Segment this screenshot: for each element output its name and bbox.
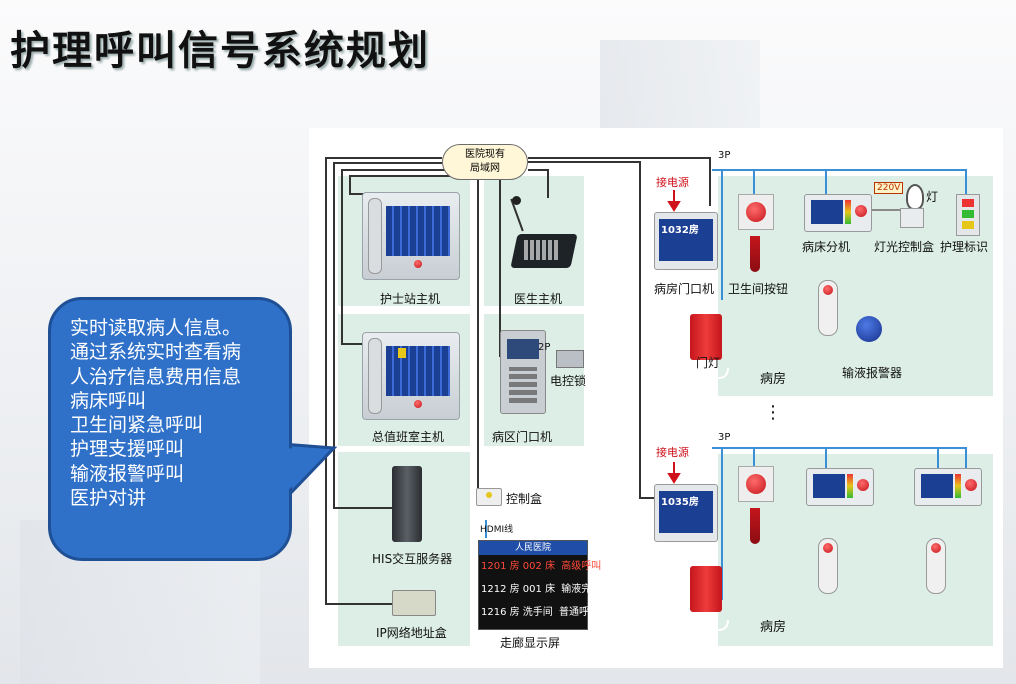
infusion-alarm-label: 输液报警器 — [842, 366, 903, 380]
bed-handset-1 — [818, 280, 838, 336]
corridor-header: 人民医院 — [479, 541, 587, 555]
door-light-label: 门灯 — [696, 356, 721, 370]
infusion-alarm-icon — [856, 316, 882, 342]
voltage-label: 220V — [874, 182, 904, 194]
lan-to-ward1 — [528, 157, 711, 206]
building-backdrop — [600, 40, 760, 130]
ip-address-box-icon — [392, 590, 436, 616]
power-label-1: 接电源 — [656, 176, 689, 189]
corridor-row: 1212 房 001 床 输液完毕 — [481, 584, 602, 595]
light-control-label: 灯光控制盒 — [874, 240, 935, 254]
handset-icon — [368, 338, 382, 414]
page-title: 护理呼叫信号系统规划 — [10, 28, 430, 74]
duty-room-label: 总值班室主机 — [372, 430, 445, 444]
hospital-lan-cloud: 医院现有 局域网 — [442, 144, 528, 180]
ward-door-machine-label: 病房门口机 — [654, 282, 715, 296]
controller-box-icon — [476, 488, 502, 506]
feature-callout — [48, 297, 292, 561]
ward-label-2: 病房 — [760, 620, 787, 635]
wire-3p-label-1: 3P — [718, 150, 731, 161]
bed-extension-3 — [914, 468, 982, 506]
room-number-2: 1035房 — [659, 491, 713, 533]
bed-extension-1 — [804, 194, 872, 232]
feature-item: 卫生间紧急呼叫 — [70, 414, 204, 437]
light-control-box-icon — [900, 208, 924, 228]
electric-lock-icon — [556, 350, 584, 368]
ward-label-1: 病房 — [760, 372, 787, 387]
feature-item: 医护对讲 — [70, 487, 147, 510]
corridor-display: 人民医院 1201 房 002 床 高级呼叫 1212 房 001 床 输液完毕… — [478, 540, 602, 630]
power-label-2: 接电源 — [656, 446, 689, 459]
his-server-icon — [392, 466, 422, 542]
lan-to-ward2 — [528, 161, 656, 499]
controller-box-label: 控制盒 — [506, 492, 543, 506]
feature-item: 输液报警呼叫 — [70, 462, 185, 485]
ip-address-box-label: IP网络地址盒 — [376, 626, 447, 640]
bed-handset-3 — [926, 538, 946, 594]
bed-extension-label: 病床分机 — [802, 240, 851, 254]
nurse-station-label: 护士站主机 — [380, 292, 441, 306]
lan-trunk-left — [325, 157, 442, 605]
corridor-row: 1216 房 洗手间 普通呼叫 — [481, 607, 599, 618]
door-light-2 — [690, 566, 722, 612]
lan-label-2: 局域网 — [470, 163, 500, 174]
bathroom-button-2 — [738, 466, 774, 502]
wire-2p-label: 2P — [538, 342, 551, 353]
bed-extension-2 — [806, 468, 874, 506]
electric-lock-label: 电控锁 — [550, 374, 587, 388]
feature-item: 通过系统实时查看病 — [70, 341, 242, 364]
bathroom-button-label: 卫生间按钮 — [728, 282, 789, 296]
bed-handset-2 — [818, 538, 838, 594]
duty-room-host — [362, 332, 460, 420]
corridor-row: 1201 房 002 床 高级呼叫 — [481, 561, 602, 572]
lan-label-1: 医院现有 — [465, 149, 505, 160]
feature-list: 实时读取病人信息。 通过系统实时查看病 人治疗信息费用信息 病床呼叫 卫生间紧急… — [70, 316, 241, 510]
room-number-1: 1032房 — [659, 219, 713, 261]
feature-item: 实时读取病人信息。 — [70, 317, 242, 339]
nurse-station-host — [362, 192, 460, 280]
ward-door-machine-1: 1032房 — [654, 212, 718, 270]
feature-item: 病床呼叫 — [70, 389, 147, 412]
doctor-host — [510, 196, 578, 276]
his-server-label: HIS交互服务器 — [372, 552, 453, 566]
nursing-sign-icon — [956, 194, 980, 236]
nursing-sign-label: 护理标识 — [940, 240, 989, 254]
hdmi-label: HDMI线 — [480, 525, 514, 535]
feature-item: 护理支援呼叫 — [70, 438, 185, 461]
ward-door-intercom-label: 病区门口机 — [492, 430, 553, 444]
door-light-1 — [690, 314, 722, 360]
ward-door-intercom — [500, 330, 546, 414]
doctor-host-label: 医生主机 — [514, 292, 563, 306]
corridor-display-label: 走廊显示屏 — [500, 636, 561, 650]
ellipsis: ⋮ — [764, 402, 782, 423]
bathroom-button-1 — [738, 194, 774, 230]
pull-cord-icon — [750, 236, 760, 272]
lamp-label: 灯 — [926, 190, 939, 204]
ward-door-machine-2: 1035房 — [654, 484, 718, 542]
pull-cord-icon — [750, 508, 760, 544]
feature-item: 人治疗信息费用信息 — [70, 365, 242, 388]
wire-3p-label-2: 3P — [718, 432, 731, 443]
handset-icon — [368, 198, 382, 274]
